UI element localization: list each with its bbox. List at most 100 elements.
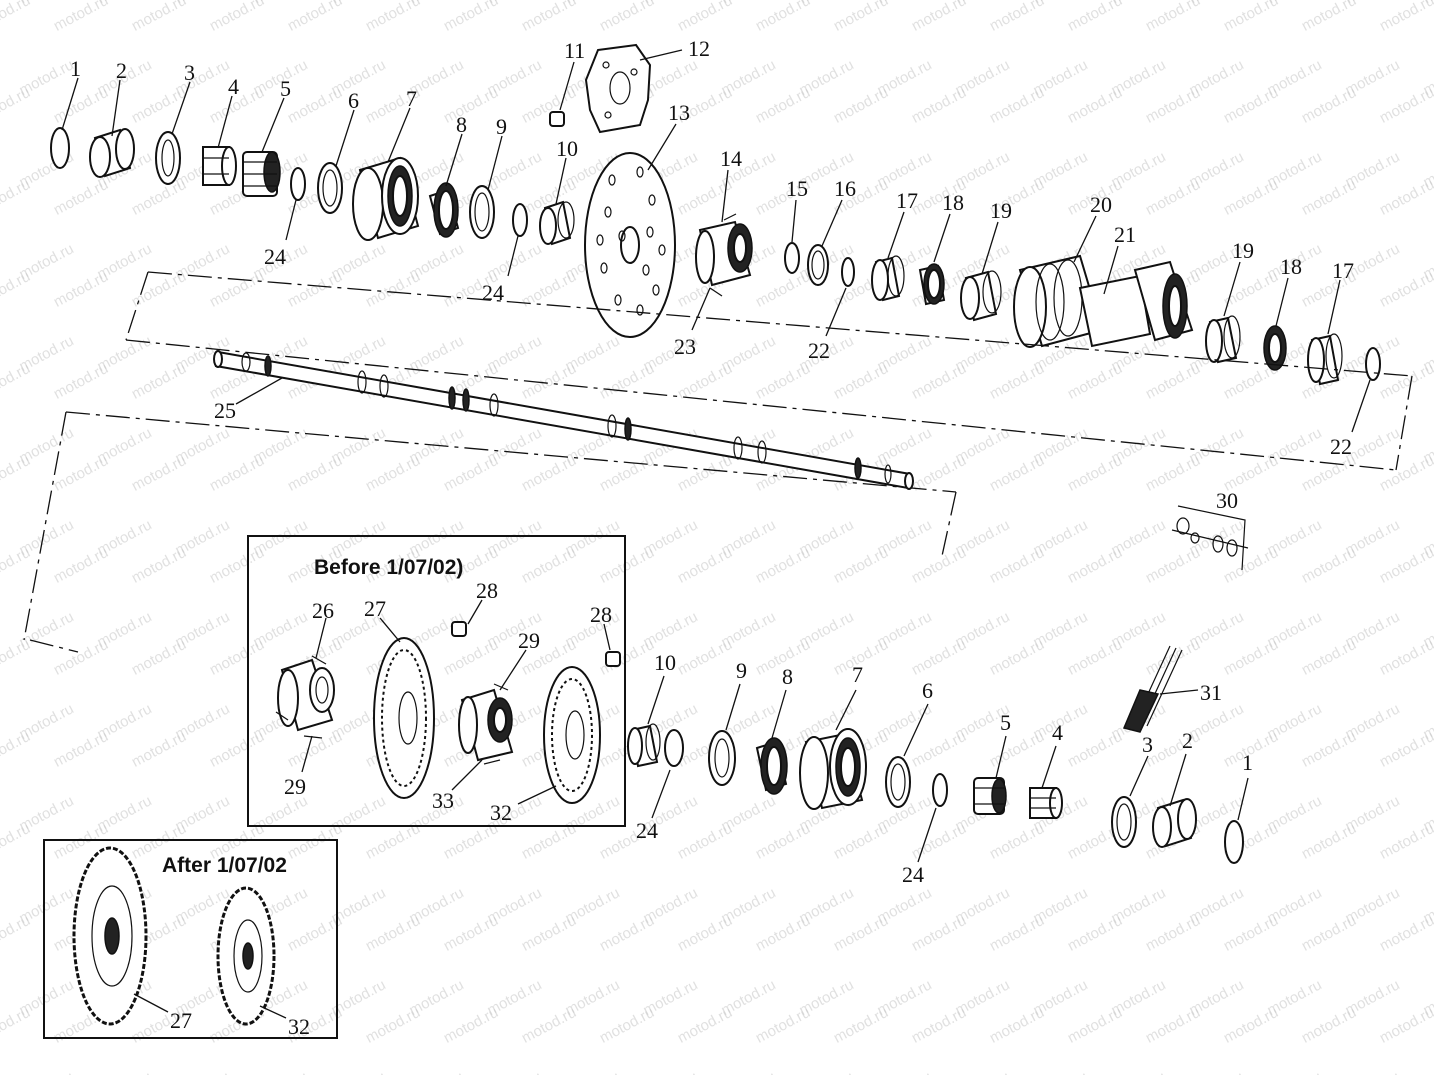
- bushing-17a: [871, 255, 905, 302]
- watermark-text: motod.ru: [1377, 1004, 1434, 1047]
- watermark-text: motod.ru: [441, 452, 501, 495]
- watermark-text: motod.ru: [51, 84, 111, 127]
- callout-28a-before: 28: [476, 578, 498, 603]
- watermark-text: motod.ru: [1299, 84, 1359, 127]
- nut-28b: [605, 651, 621, 667]
- watermark-text: motod.ru: [207, 452, 267, 495]
- disc-hole: [608, 174, 616, 186]
- o-ring-15: [784, 242, 800, 274]
- callout-4-bottom: 4: [1052, 720, 1063, 745]
- watermark-text: motod.ru: [987, 636, 1047, 679]
- bearing-7b: [799, 728, 867, 810]
- watermark-text: motod.ru: [207, 0, 267, 35]
- watermark-text: motod.ru: [1221, 268, 1281, 311]
- watermark-text: motod.ru: [519, 0, 579, 35]
- bushing-2b: [1152, 798, 1197, 848]
- bushing-10b: [627, 723, 661, 768]
- seal-16: [807, 244, 829, 286]
- watermark-text: motod.ru: [129, 636, 189, 679]
- watermark-text: motod.ru: [753, 360, 813, 403]
- spline-hub-5b: [973, 777, 1007, 815]
- watermark-text: motod.ru: [1420, 1068, 1434, 1075]
- callout-1-bottom: 1: [1242, 750, 1253, 775]
- callout-25-shaft: 25: [214, 398, 236, 423]
- before-inset: Before 1/07/02): [247, 535, 626, 827]
- watermark-text: motod.ru: [1030, 1068, 1090, 1075]
- watermark-text: motod.ru: [519, 1004, 579, 1047]
- seal-8b: [755, 737, 788, 795]
- watermark-text: motod.ru: [51, 176, 111, 219]
- watermark-text: motod.ru: [831, 360, 891, 403]
- snap-ring-1: [50, 127, 70, 169]
- before-inset-frame: [247, 535, 626, 827]
- watermark-text: motod.ru: [987, 1004, 1047, 1047]
- watermark-text: motod.ru: [1065, 636, 1125, 679]
- callout-17-right: 17: [1332, 258, 1354, 283]
- watermark-text: motod.ru: [831, 544, 891, 587]
- watermark-text: motod.ru: [484, 1068, 544, 1075]
- watermark-text: motod.ru: [51, 544, 111, 587]
- watermark-text: motod.ru: [909, 544, 969, 587]
- callout-10-top: 10: [556, 136, 578, 161]
- watermark-text: motod.ru: [285, 84, 345, 127]
- watermark-text: motod.ru: [207, 268, 267, 311]
- watermark-text: motod.ru: [1299, 176, 1359, 219]
- o-ring-24d: [932, 773, 948, 807]
- watermark-text: motod.ru: [831, 820, 891, 863]
- watermark-text: motod.ru: [1377, 176, 1434, 219]
- watermark-text: motod.ru: [1342, 1068, 1402, 1075]
- watermark-text: motod.ru: [129, 728, 189, 771]
- callout-28b-before: 28: [590, 602, 612, 627]
- watermark-text: motod.ru: [987, 452, 1047, 495]
- watermark-text: motod.ru: [753, 84, 813, 127]
- callout-29b-before: 29: [284, 774, 306, 799]
- callout-30: 30: [1216, 488, 1238, 513]
- watermark-text: motod.ru: [129, 544, 189, 587]
- watermark-text: motod.ru: [1299, 820, 1359, 863]
- watermark-text: motod.ru: [753, 544, 813, 587]
- watermark-text: motod.ru: [1377, 728, 1434, 771]
- disc-hole: [596, 234, 604, 246]
- callout-10-bottom: 10: [654, 650, 676, 675]
- watermark-text: motod.ru: [129, 84, 189, 127]
- callout-5-bottom: 5: [1000, 710, 1011, 735]
- callout-9-top: 9: [496, 114, 507, 139]
- watermark-text: motod.ru: [0, 912, 33, 955]
- watermark-text: motod.ru: [1143, 84, 1203, 127]
- callout-8-bottom: 8: [782, 664, 793, 689]
- callout-23-top: 23: [674, 334, 696, 359]
- callout-21-top: 21: [1114, 222, 1136, 247]
- watermark-text: motod.ru: [987, 820, 1047, 863]
- watermark-text: motod.ru: [1143, 360, 1203, 403]
- watermark-text: motod.ru: [519, 452, 579, 495]
- watermark-text: motod.ru: [1221, 176, 1281, 219]
- watermark-text: motod.ru: [675, 544, 735, 587]
- watermark-text: motod.ru: [207, 728, 267, 771]
- callout-27-before: 27: [364, 596, 386, 621]
- watermark-text: motod.ru: [1377, 636, 1434, 679]
- watermark-text: motod.ru: [987, 912, 1047, 955]
- watermark-text: motod.ru: [51, 268, 111, 311]
- bracket-12: [584, 43, 652, 134]
- watermark-text: motod.ru: [519, 912, 579, 955]
- watermark-text: motod.ru: [363, 912, 423, 955]
- watermark-text: motod.ru: [909, 636, 969, 679]
- after-inset-frame: [43, 839, 338, 1039]
- watermark-text: motod.ru: [831, 912, 891, 955]
- watermark-text: motod.ru: [1108, 1068, 1168, 1075]
- watermark-text: motod.ru: [597, 360, 657, 403]
- callout-14-top: 14: [720, 146, 742, 171]
- callout-27-after: 27: [170, 1008, 192, 1033]
- watermark-text: motod.ru: [1299, 1004, 1359, 1047]
- leader-lines: [61, 49, 1371, 1019]
- callout-24-top-b: 24: [482, 280, 504, 305]
- washer-3b: [1111, 796, 1137, 848]
- watermark-text: motod.ru: [363, 268, 423, 311]
- watermark-text: motod.ru: [675, 1004, 735, 1047]
- disc-hole: [642, 264, 650, 276]
- callout-6-top: 6: [348, 88, 359, 113]
- watermark-text: motod.ru: [16, 1068, 76, 1075]
- watermark-text: motod.ru: [597, 1004, 657, 1047]
- disc-hole: [600, 262, 608, 274]
- nut-11: [549, 111, 565, 127]
